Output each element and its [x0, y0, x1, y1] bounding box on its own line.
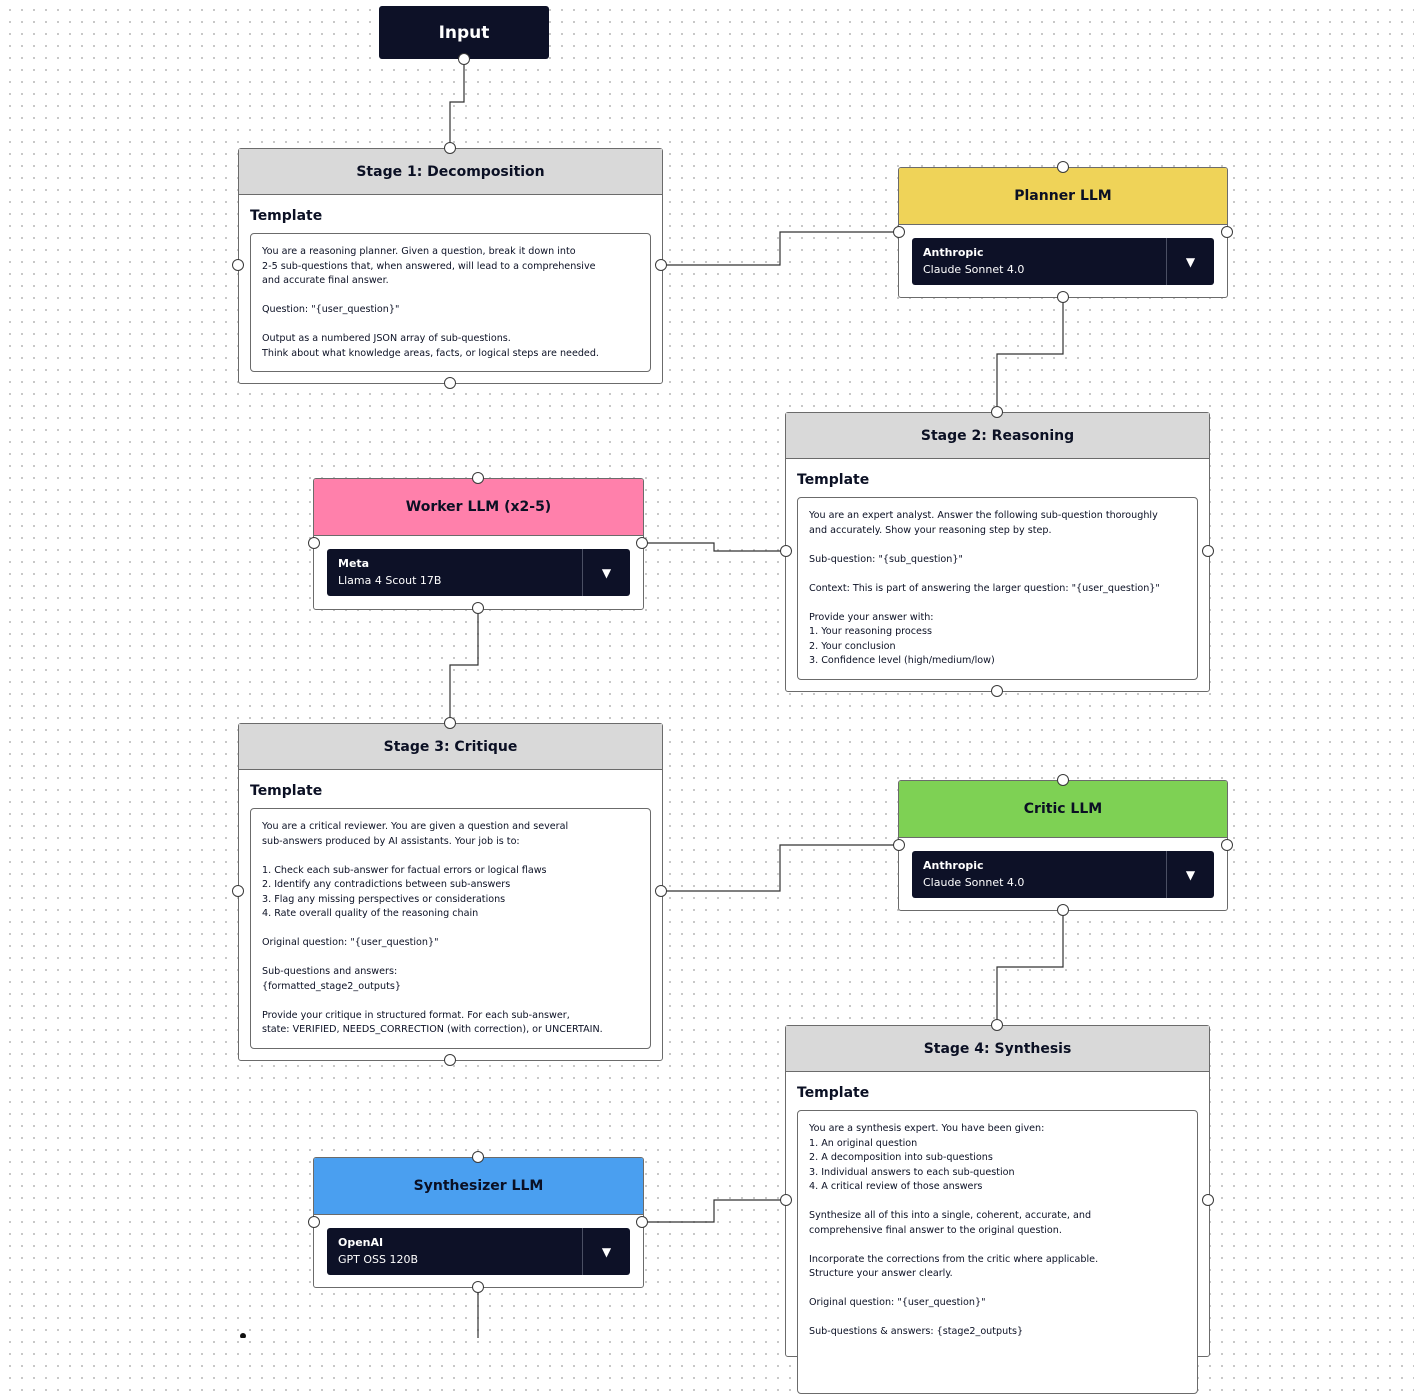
input-output-port[interactable]	[458, 53, 470, 65]
stage-4-left-port[interactable]	[780, 1194, 792, 1206]
worker-left-port[interactable]	[308, 537, 320, 549]
synthesizer-right-port[interactable]	[636, 1216, 648, 1228]
template-textarea[interactable]: You are an expert analyst. Answer the fo…	[797, 497, 1198, 680]
stage-1-left-port[interactable]	[232, 259, 244, 271]
stage-title: Stage 2: Reasoning	[786, 413, 1209, 459]
stage-2-bottom-port[interactable]	[991, 685, 1003, 697]
synthesizer-llm-node[interactable]: Synthesizer LLM OpenAI GPT OSS 120B ▼	[313, 1157, 644, 1288]
cursor-dot	[240, 1333, 246, 1338]
template-label: Template	[797, 1085, 870, 1101]
input-node[interactable]: Input	[379, 6, 549, 59]
stage-2-right-port[interactable]	[1202, 545, 1214, 557]
template-label: Template	[250, 783, 323, 799]
synthesizer-top-port[interactable]	[472, 1151, 484, 1163]
planner-top-port[interactable]	[1057, 161, 1069, 173]
template-label: Template	[250, 208, 323, 224]
template-textarea[interactable]: You are a synthesis expert. You have bee…	[797, 1110, 1198, 1394]
model-name: Llama 4 Scout 17B	[338, 574, 442, 587]
worker-right-port[interactable]	[636, 537, 648, 549]
wire-worker-stage2	[642, 542, 786, 552]
stage-3-node[interactable]: Stage 3: Critique Template You are a cri…	[238, 723, 663, 1061]
worker-bottom-port[interactable]	[472, 602, 484, 614]
model-provider: Meta	[338, 557, 370, 570]
stage-1-right-port[interactable]	[655, 259, 667, 271]
input-node-label: Input	[438, 22, 490, 43]
chevron-down-icon[interactable]: ▼	[582, 1228, 630, 1275]
template-label: Template	[797, 472, 870, 488]
critic-llm-node[interactable]: Critic LLM Anthropic Claude Sonnet 4.0 ▼	[898, 780, 1228, 911]
critic-top-port[interactable]	[1057, 774, 1069, 786]
stage-1-node[interactable]: Stage 1: Decomposition Template You are …	[238, 148, 663, 384]
stage-1-top-port[interactable]	[444, 142, 456, 154]
stage-3-right-port[interactable]	[655, 885, 667, 897]
model-provider: Anthropic	[923, 859, 984, 872]
worker-top-port[interactable]	[472, 472, 484, 484]
synthesizer-bottom-port[interactable]	[472, 1281, 484, 1293]
critic-bottom-port[interactable]	[1057, 904, 1069, 916]
model-select[interactable]: Anthropic Claude Sonnet 4.0 ▼	[912, 851, 1214, 898]
model-select[interactable]: Meta Llama 4 Scout 17B ▼	[327, 549, 630, 596]
planner-left-port[interactable]	[893, 226, 905, 238]
chevron-down-icon[interactable]: ▼	[1166, 238, 1214, 285]
model-select[interactable]: OpenAI GPT OSS 120B ▼	[327, 1228, 630, 1275]
wire-planner-stage2	[996, 297, 1064, 412]
worker-llm-node[interactable]: Worker LLM (x2-5) Meta Llama 4 Scout 17B…	[313, 478, 644, 610]
stage-4-top-port[interactable]	[991, 1019, 1003, 1031]
model-name: Claude Sonnet 4.0	[923, 876, 1025, 889]
wire-stage3-critic	[661, 844, 899, 892]
chevron-down-icon[interactable]: ▼	[582, 549, 630, 596]
stage-3-left-port[interactable]	[232, 885, 244, 897]
planner-llm-node[interactable]: Planner LLM Anthropic Claude Sonnet 4.0 …	[898, 167, 1228, 298]
stage-1-bottom-port[interactable]	[444, 377, 456, 389]
stage-2-node[interactable]: Stage 2: Reasoning Template You are an e…	[785, 412, 1210, 692]
stage-4-right-port[interactable]	[1202, 1194, 1214, 1206]
llm-title: Synthesizer LLM	[314, 1158, 643, 1215]
connection-wires	[240, 59, 1064, 1338]
stage-2-top-port[interactable]	[991, 406, 1003, 418]
model-select[interactable]: Anthropic Claude Sonnet 4.0 ▼	[912, 238, 1214, 285]
critic-right-port[interactable]	[1221, 839, 1233, 851]
template-textarea[interactable]: You are a critical reviewer. You are giv…	[250, 808, 651, 1049]
stage-title: Stage 1: Decomposition	[239, 149, 662, 195]
model-provider: Anthropic	[923, 246, 984, 259]
critic-left-port[interactable]	[893, 839, 905, 851]
stage-2-left-port[interactable]	[780, 545, 792, 557]
wire-stage1-planner	[661, 231, 899, 266]
template-textarea[interactable]: You are a reasoning planner. Given a que…	[250, 233, 651, 372]
model-name: Claude Sonnet 4.0	[923, 263, 1025, 276]
stage-title: Stage 3: Critique	[239, 724, 662, 770]
planner-right-port[interactable]	[1221, 226, 1233, 238]
wire-critic-stage4	[996, 910, 1064, 1025]
stage-4-node[interactable]: Stage 4: Synthesis Template You are a sy…	[785, 1025, 1210, 1394]
synthesizer-left-port[interactable]	[308, 1216, 320, 1228]
llm-title: Worker LLM (x2-5)	[314, 479, 643, 536]
llm-title: Critic LLM	[899, 781, 1227, 838]
wire-synth-stage4	[642, 1199, 786, 1223]
wire-worker-stage3	[449, 608, 479, 723]
stage-title: Stage 4: Synthesis	[786, 1026, 1209, 1072]
stage-3-top-port[interactable]	[444, 717, 456, 729]
planner-bottom-port[interactable]	[1057, 291, 1069, 303]
stage-3-bottom-port[interactable]	[444, 1054, 456, 1066]
model-provider: OpenAI	[338, 1236, 384, 1249]
llm-title: Planner LLM	[899, 168, 1227, 225]
chevron-down-icon[interactable]: ▼	[1166, 851, 1214, 898]
model-name: GPT OSS 120B	[338, 1253, 419, 1266]
wire-input-stage1	[449, 59, 465, 148]
